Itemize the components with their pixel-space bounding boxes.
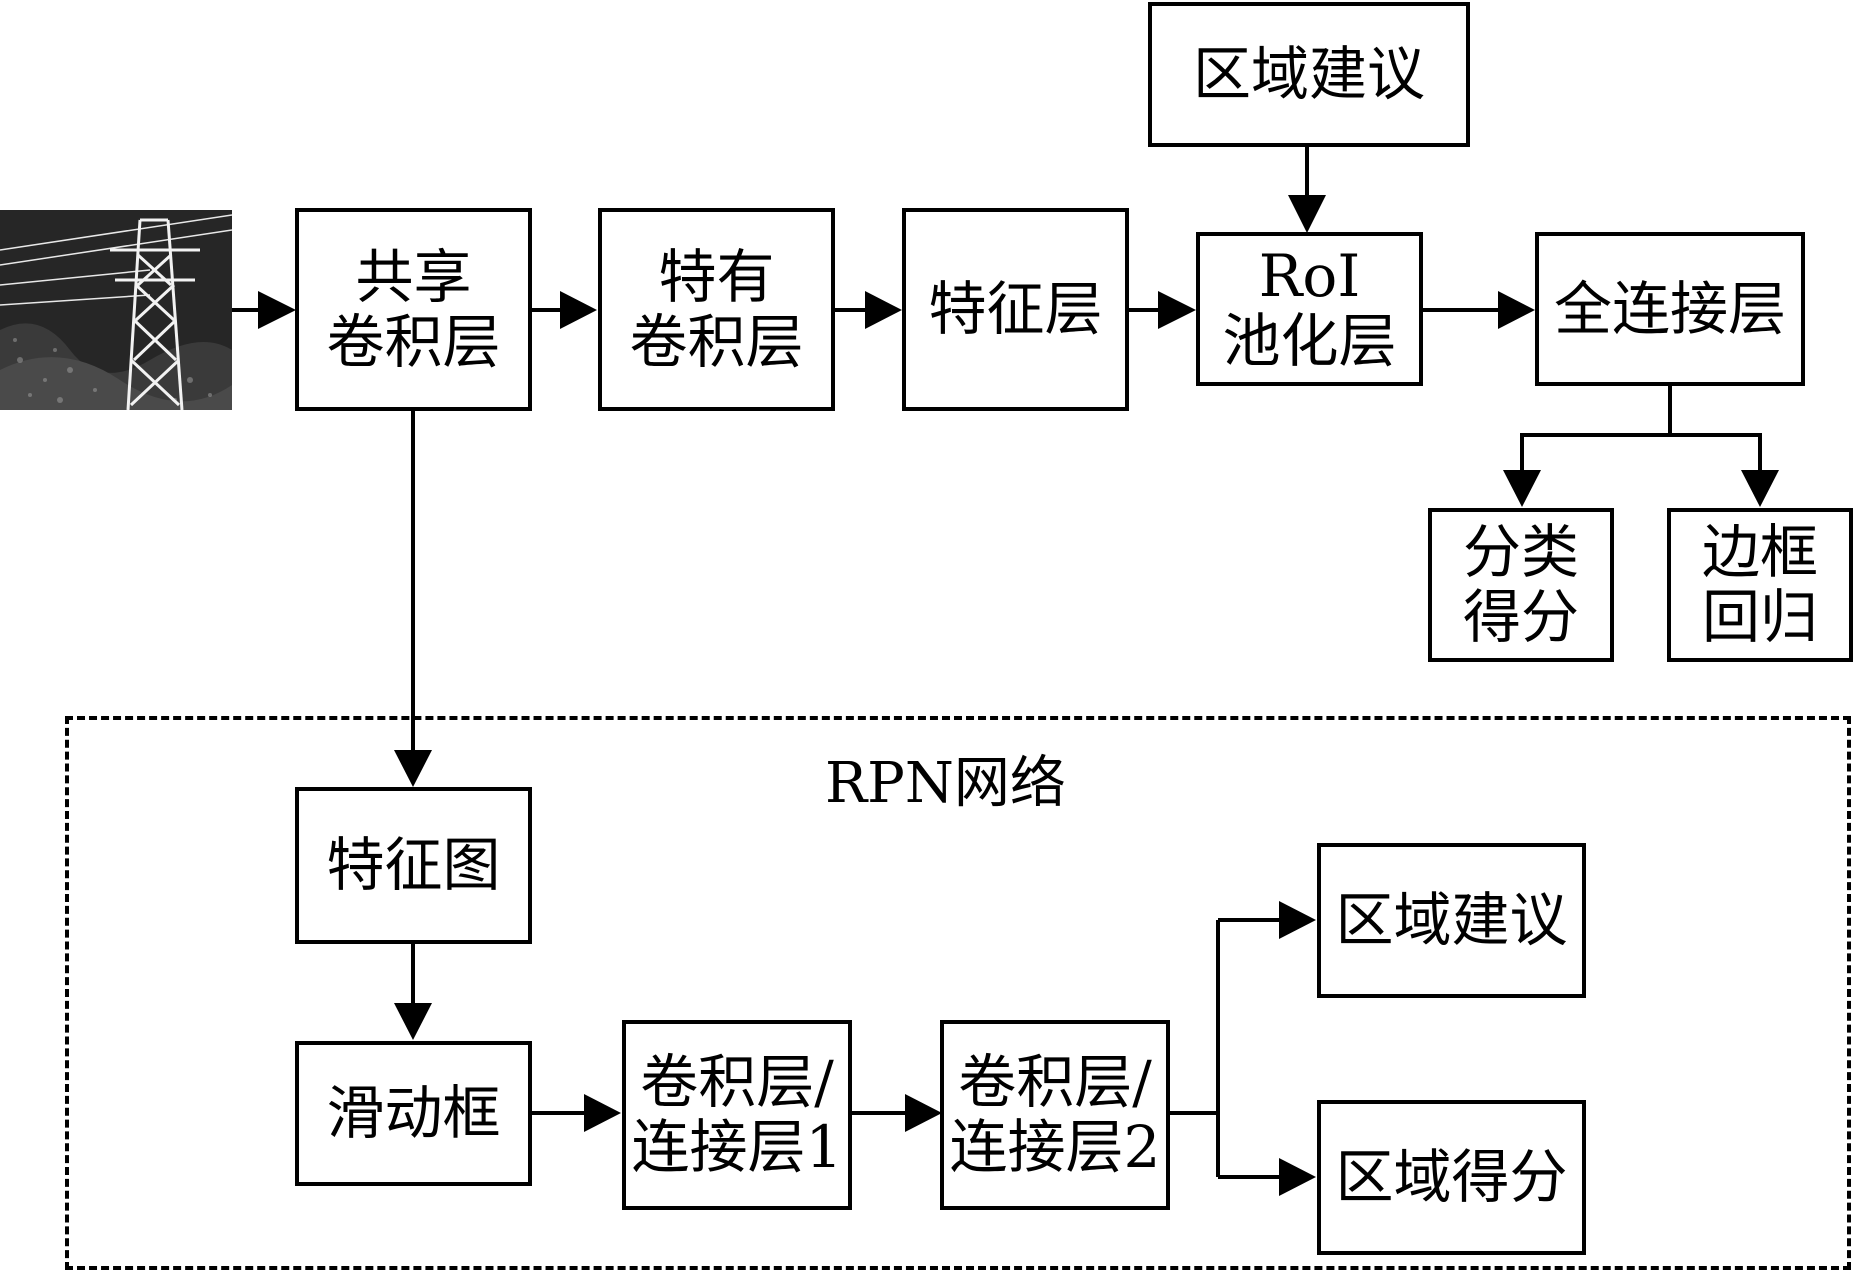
node-label: 池化层 <box>1222 307 1397 375</box>
node-label: 卷积层 <box>629 307 804 376</box>
class-score-node: 分类 得分 <box>1428 508 1614 662</box>
feature-map-node: 特征图 <box>295 787 532 944</box>
fc-layer-node: 全连接层 <box>1535 232 1805 386</box>
rpn-network-label: RPN网络 <box>825 751 1066 816</box>
node-label: 边框 <box>1701 518 1818 587</box>
bbox-regression-node: 边框 回归 <box>1667 508 1853 662</box>
node-label: 回归 <box>1701 583 1818 651</box>
node-label: 滑动框 <box>326 1079 501 1148</box>
arrowhead <box>865 291 902 329</box>
arrowhead <box>1288 195 1326 233</box>
node-label: 特征图 <box>326 831 501 900</box>
arrowhead <box>1498 291 1535 329</box>
input-image <box>0 210 232 410</box>
node-label: RoI <box>1258 242 1361 311</box>
node-label: 卷积层/ <box>640 1048 834 1117</box>
node-label: 得分 <box>1462 583 1579 651</box>
arrowhead <box>1503 470 1541 507</box>
arrowhead <box>394 750 432 787</box>
region-proposal-rpn-node: 区域建议 <box>1317 843 1586 998</box>
node-label: 分类 <box>1462 518 1579 587</box>
node-label: 区域得分 <box>1335 1143 1568 1212</box>
region-score-node: 区域得分 <box>1317 1100 1586 1255</box>
node-label: 区域建议 <box>1335 886 1568 955</box>
conv-fc-1-node: 卷积层/ 连接层1 <box>622 1020 852 1210</box>
node-label: 全连接层 <box>1553 274 1786 343</box>
arrowhead <box>394 1003 432 1040</box>
node-label: 连接层2 <box>949 1113 1161 1181</box>
rpn-network-group <box>65 716 1851 1270</box>
node-label: 卷积层/ <box>958 1048 1152 1117</box>
node-label: 区域建议 <box>1192 40 1425 109</box>
arrowhead <box>584 1094 621 1132</box>
arrowhead <box>905 1094 942 1132</box>
node-label: 特有 <box>658 242 775 311</box>
arrowhead <box>1279 901 1316 939</box>
arrowhead <box>1279 1158 1316 1196</box>
region-proposal-top-node: 区域建议 <box>1148 2 1470 147</box>
arrowhead <box>560 291 597 329</box>
arrowhead <box>258 291 296 329</box>
conv-fc-2-node: 卷积层/ 连接层2 <box>940 1020 1170 1210</box>
shared-conv-node: 共享 卷积层 <box>295 208 532 411</box>
roi-pooling-node: RoI 池化层 <box>1196 232 1423 386</box>
power-tower-photo-icon <box>0 210 232 410</box>
feature-layer-node: 特征层 <box>902 208 1129 411</box>
sliding-window-node: 滑动框 <box>295 1041 532 1186</box>
arrowhead <box>1158 291 1196 329</box>
arrowhead <box>1741 470 1779 507</box>
specific-conv-node: 特有 卷积层 <box>598 208 835 411</box>
node-label: 共享 <box>355 242 472 311</box>
node-label: 连接层1 <box>631 1113 843 1181</box>
node-label: 卷积层 <box>326 307 501 376</box>
node-label: 特征层 <box>928 275 1103 344</box>
